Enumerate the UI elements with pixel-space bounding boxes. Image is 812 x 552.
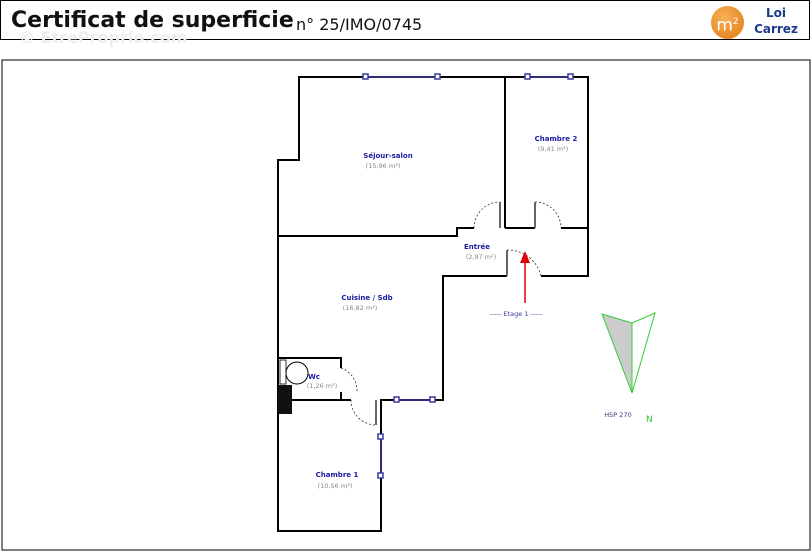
floor-label: ----- Etage 1 -----: [490, 310, 543, 318]
room-area: (1,26 m²): [307, 382, 338, 390]
room-area: (10,56 m²): [318, 482, 353, 490]
compass-icon: [601, 312, 656, 394]
appliance: [278, 385, 292, 414]
room-name: Chambre 1: [316, 471, 359, 479]
room-name: Séjour-salon: [363, 152, 412, 160]
room-name: Wc: [308, 373, 320, 381]
entrance-arrow: [520, 251, 530, 303]
room-name: Chambre 2: [535, 135, 578, 143]
certificate-reference: n° 25/IMO/0745: [296, 15, 423, 34]
toilet: [278, 359, 309, 414]
m2-logo: m2: [711, 6, 744, 39]
room-area: (16,82 m²): [343, 304, 378, 312]
room-area: (9,41 m²): [538, 145, 569, 153]
header: Certificat de superficie n° 25/IMO/0745 …: [0, 0, 810, 47]
ceiling-height-label: HSP 270: [604, 411, 631, 419]
watermark: © EtreProprio.com: [19, 28, 188, 47]
logo-label-line1: Loi: [765, 6, 786, 20]
door-leaves: [375, 202, 536, 425]
room-area: (2,97 m²): [466, 253, 497, 261]
logo-label-line2: Carrez: [754, 22, 798, 36]
page-title: Certificat de superficie: [11, 8, 294, 33]
north-label: N: [646, 415, 653, 425]
windows: [362, 73, 574, 479]
room-name: Entrée: [464, 243, 490, 251]
room-name: Cuisine / Sdb: [341, 294, 392, 302]
door-swings: [340, 201, 562, 426]
room-area: (15,96 m²): [366, 162, 401, 170]
plan-frame: [1, 59, 811, 551]
